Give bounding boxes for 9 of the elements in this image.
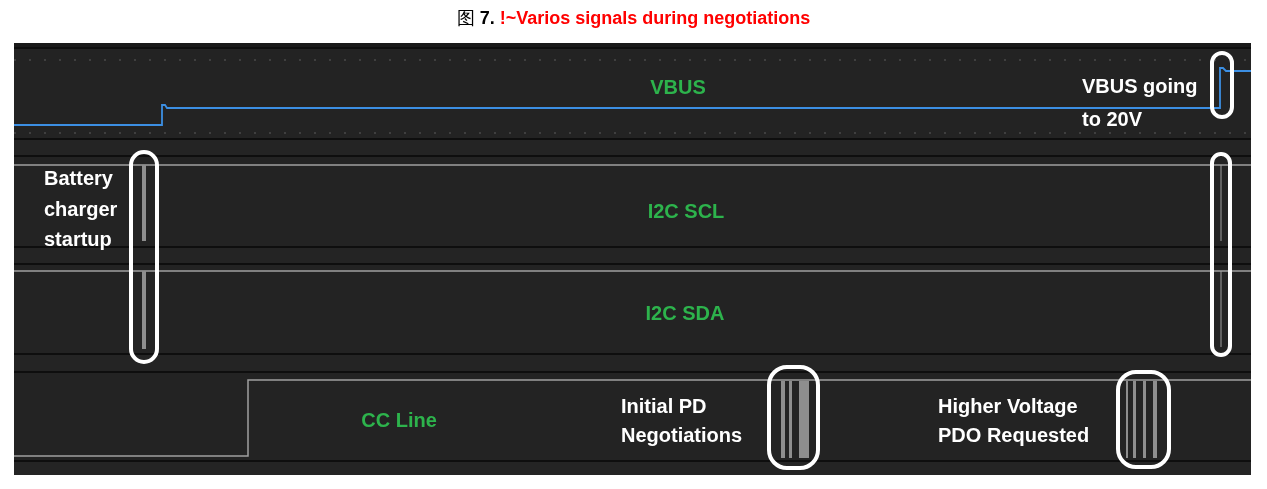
annotation-text: Battery charger startup bbox=[44, 166, 119, 252]
annotation-text: Initial PD Negotiations bbox=[621, 394, 744, 448]
signal-name: VBUS bbox=[650, 75, 706, 99]
signal-name: CC Line bbox=[361, 408, 437, 432]
annotation-text: Higher Voltage PDO Requested bbox=[938, 394, 1091, 448]
signal-name: I2C SCL bbox=[647, 199, 725, 223]
annotation-text: VBUS going to 20V bbox=[1082, 74, 1199, 132]
figure-title: 图 7. !~Varios signals during negotiations bbox=[456, 7, 811, 29]
signal-name: I2C SDA bbox=[645, 301, 725, 325]
